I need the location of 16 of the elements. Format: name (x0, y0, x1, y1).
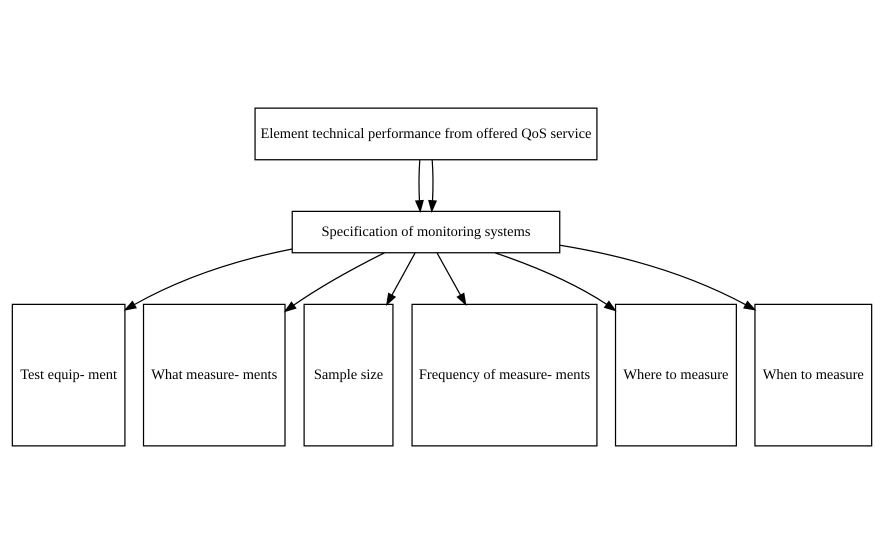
node-box: When to measure (754, 303, 872, 446)
node-box: Test equip- ment (12, 303, 126, 446)
arrow (494, 252, 617, 311)
arrow (560, 244, 756, 310)
arrow (428, 160, 438, 212)
arrow (414, 160, 424, 212)
node-box: Frequency of measure- ments (411, 303, 598, 446)
node-box: What measure- ments (142, 303, 286, 446)
arrow (386, 252, 416, 306)
node-box: Where to measure (614, 303, 737, 446)
node-box: Sample size (304, 303, 394, 446)
node-box: Element technical performance from offered QoS service (254, 107, 598, 160)
arrow (436, 252, 467, 306)
arrow (284, 252, 385, 312)
arrow (124, 248, 292, 310)
node-box: Specification of monitoring systems (292, 210, 560, 253)
